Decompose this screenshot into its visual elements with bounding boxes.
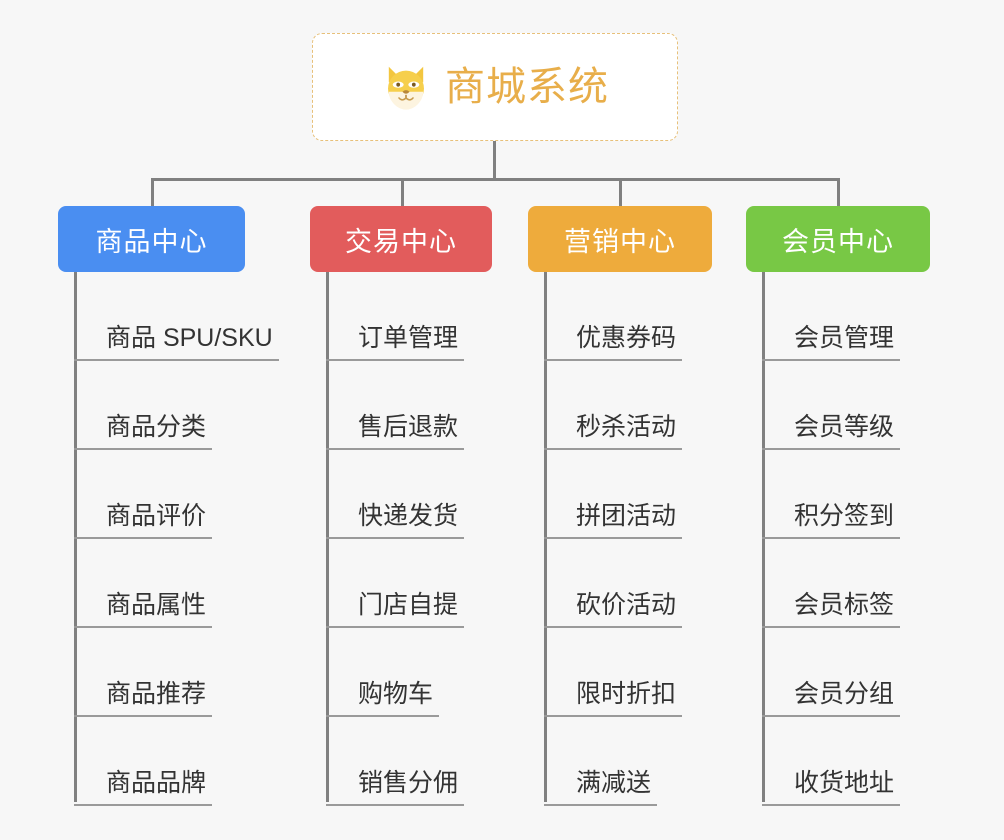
- leaf-item-label: 快递发货: [326, 502, 465, 539]
- column-trunk: [544, 272, 547, 802]
- leaf-item[interactable]: 优惠券码: [544, 272, 683, 361]
- leaf-item-label: 会员等级: [762, 413, 901, 450]
- column-trunk: [326, 272, 329, 802]
- leaf-item[interactable]: 购物车: [326, 628, 440, 717]
- leaf-item-label: 商品分类: [74, 413, 213, 450]
- leaf-item[interactable]: 会员标签: [762, 539, 901, 628]
- connector-drop-1: [151, 178, 154, 218]
- shiba-dog-face-icon: [388, 66, 424, 110]
- leaf-item-label: 购物车: [326, 680, 440, 717]
- leaf-item[interactable]: 门店自提: [326, 539, 465, 628]
- column-trunk: [762, 272, 765, 802]
- leaf-item-label: 售后退款: [326, 413, 465, 450]
- leaf-item-label: 商品属性: [74, 591, 213, 628]
- leaf-item[interactable]: 秒杀活动: [544, 361, 683, 450]
- connector-drop-2: [401, 178, 404, 218]
- category-box-1[interactable]: 商品中心: [58, 206, 245, 272]
- leaf-item[interactable]: 销售分佣: [326, 717, 465, 806]
- leaf-item[interactable]: 满减送: [544, 717, 658, 806]
- connector-drop-3: [619, 178, 622, 218]
- category-label: 营销中心: [564, 226, 676, 257]
- root-node[interactable]: 商城系统: [312, 33, 678, 141]
- category-box-2[interactable]: 交易中心: [310, 206, 492, 272]
- leaf-item-label: 商品评价: [74, 502, 213, 539]
- leaf-item-label: 拼团活动: [544, 502, 683, 539]
- leaf-item-label: 秒杀活动: [544, 413, 683, 450]
- leaf-item-label: 收货地址: [762, 769, 901, 806]
- leaf-item[interactable]: 限时折扣: [544, 628, 683, 717]
- leaf-item-label: 限时折扣: [544, 680, 683, 717]
- connector-bus: [151, 178, 839, 181]
- leaf-item[interactable]: 商品品牌: [74, 717, 213, 806]
- leaf-item-label: 会员标签: [762, 591, 901, 628]
- leaf-item[interactable]: 商品推荐: [74, 628, 213, 717]
- category-box-4[interactable]: 会员中心: [746, 206, 930, 272]
- leaf-item[interactable]: 积分签到: [762, 450, 901, 539]
- leaf-item-label: 会员分组: [762, 680, 901, 717]
- connector-root-stem: [493, 141, 496, 181]
- leaf-item-label: 订单管理: [326, 324, 465, 361]
- leaf-item[interactable]: 收货地址: [762, 717, 901, 806]
- leaf-item[interactable]: 商品属性: [74, 539, 213, 628]
- leaf-item[interactable]: 商品分类: [74, 361, 213, 450]
- leaf-item[interactable]: 会员管理: [762, 272, 901, 361]
- category-box-3[interactable]: 营销中心: [528, 206, 712, 272]
- leaf-item[interactable]: 售后退款: [326, 361, 465, 450]
- leaf-item-label: 满减送: [544, 769, 658, 806]
- leaf-item-label: 积分签到: [762, 502, 901, 539]
- category-label: 会员中心: [782, 226, 894, 257]
- leaf-item[interactable]: 商品评价: [74, 450, 213, 539]
- leaf-item[interactable]: 拼团活动: [544, 450, 683, 539]
- leaf-item[interactable]: 商品 SPU/SKU: [74, 272, 279, 361]
- leaf-item[interactable]: 快递发货: [326, 450, 465, 539]
- connector-drop-4: [837, 178, 840, 218]
- leaf-item-label: 门店自提: [326, 591, 465, 628]
- leaf-item-label: 会员管理: [762, 324, 901, 361]
- leaf-item[interactable]: 会员分组: [762, 628, 901, 717]
- leaf-item[interactable]: 会员等级: [762, 361, 901, 450]
- leaf-item-label: 商品推荐: [74, 680, 213, 717]
- category-label: 商品中心: [95, 226, 208, 257]
- leaf-item-label: 优惠券码: [544, 324, 683, 361]
- leaf-item[interactable]: 砍价活动: [544, 539, 683, 628]
- leaf-item[interactable]: 订单管理: [326, 272, 465, 361]
- leaf-item-label: 商品 SPU/SKU: [74, 324, 279, 361]
- column-trunk: [74, 272, 77, 802]
- category-label: 交易中心: [345, 226, 457, 257]
- root-title: 商城系统: [445, 65, 609, 109]
- leaf-item-label: 销售分佣: [326, 769, 465, 806]
- leaf-item-label: 砍价活动: [544, 591, 683, 628]
- leaf-item-label: 商品品牌: [74, 769, 213, 806]
